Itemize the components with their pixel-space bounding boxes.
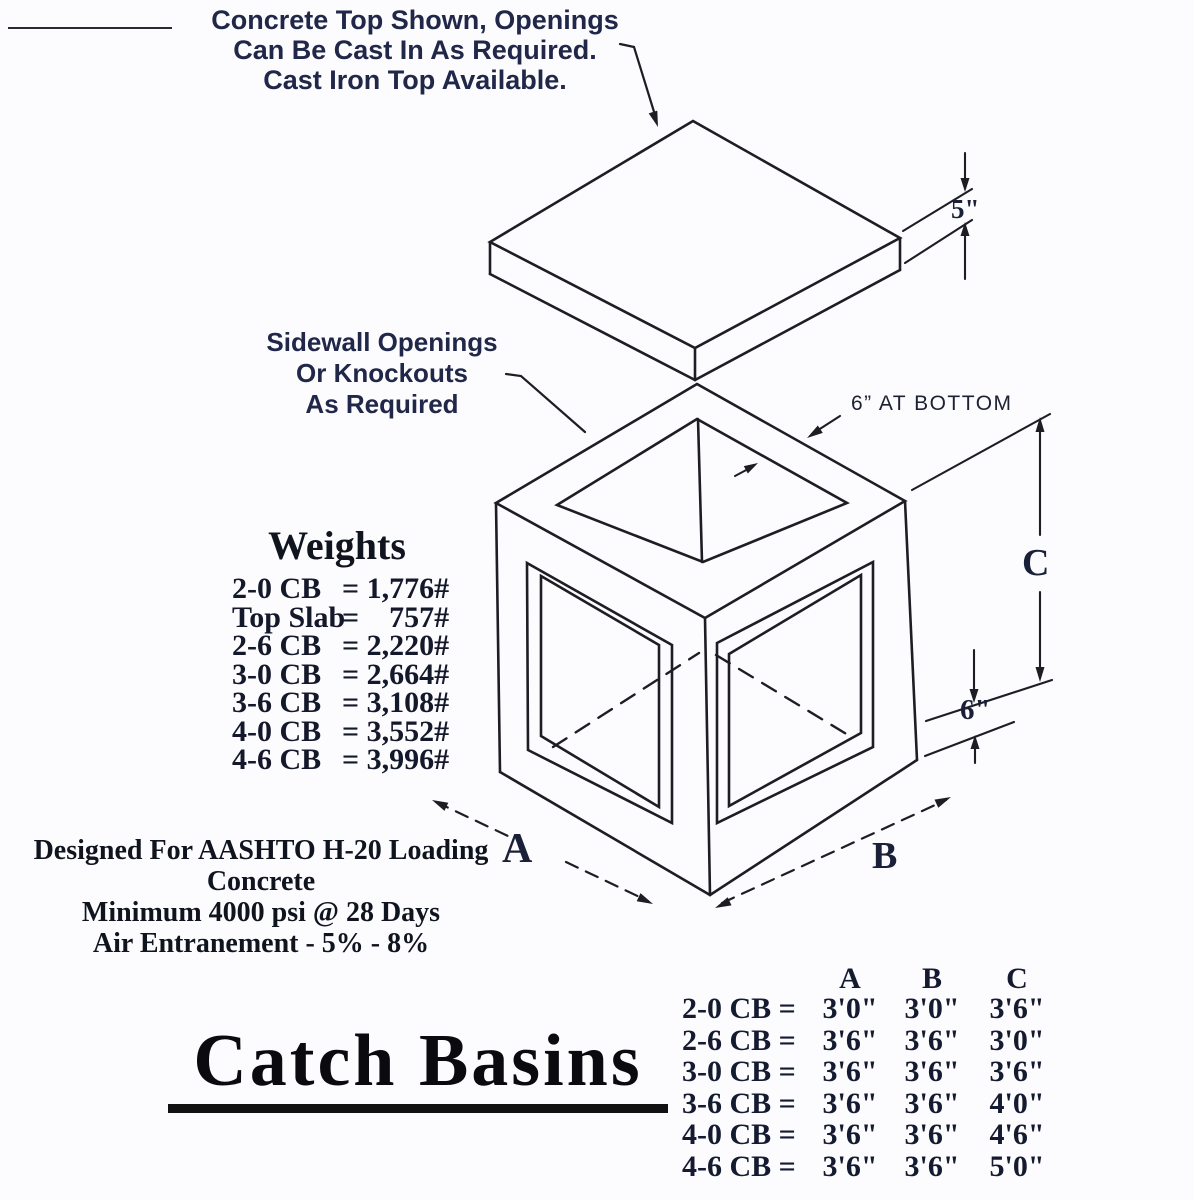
row-label: 2-0 CB = [682, 992, 804, 1025]
table-row: 2-6 CB = 3'6" 3'6" 3'0" [682, 1023, 1060, 1057]
table-row: 3-6 CB = 3'6" 3'6" 4'0" [682, 1086, 1060, 1120]
dimension-wall-thickness [923, 648, 1016, 765]
weight-value: = 757# [342, 600, 450, 634]
cell-c: 3'6" [989, 992, 1045, 1025]
weights-panel: Weights 2-0 CB = 1,776# Top Slab = 757# … [232, 522, 450, 776]
weight-row: 4-6 CB = 3,996# [232, 743, 450, 776]
top-left-rule [8, 27, 172, 29]
dimension-b-arrow-left [715, 897, 732, 908]
weight-label: 4-0 CB [232, 714, 322, 748]
sidewall-note-line2: Or Knockouts [296, 358, 468, 388]
weight-label: Top Slab [232, 600, 346, 634]
cell-b: 3'6" [904, 1149, 960, 1183]
weight-value: = 3,108# [342, 686, 450, 719]
cell-b: 3'6" [904, 1023, 960, 1057]
top-note-leader-line [618, 42, 658, 127]
specs-line3: Minimum 4000 psi @ 28 Days [81, 897, 441, 928]
weight-row: 2-6 CB = 2,220# [232, 629, 450, 662]
weight-label: 2-6 CB [232, 629, 322, 662]
table-row: 4-0 CB = 3'6" 3'6" 4'6" [682, 1118, 1060, 1151]
dimension-a-arrow-right [636, 893, 653, 904]
cell-b: 3'6" [904, 1086, 960, 1120]
concrete-top-note-line1: Concrete Top Shown, Openings [211, 5, 619, 35]
weight-value: = 3,996# [342, 743, 450, 776]
sidewall-note: Sidewall Openings Or Knockouts As Requir… [252, 327, 512, 420]
weight-row: 3-6 CB = 3,108# [232, 686, 450, 719]
top-slab-drawing [487, 119, 903, 382]
dimension-slab-thickness [901, 151, 974, 281]
dimension-a-arrow-left [432, 800, 449, 811]
weight-row: Top Slab = 757# [232, 600, 450, 634]
row-label: 3-0 CB = [682, 1055, 804, 1088]
dim-label-width-b: B [872, 835, 897, 877]
left-opening-inner [539, 573, 661, 810]
page-title: Catch Basins [168, 1022, 668, 1113]
weight-label: 3-0 CB [232, 657, 322, 691]
weight-row: 4-0 CB = 3,552# [232, 714, 450, 748]
specs-line1: Designed For AASHTO H-20 Loading [33, 835, 489, 866]
right-opening [715, 559, 875, 826]
dimension-width-b [720, 798, 948, 905]
cell-c: 3'0" [989, 1023, 1045, 1057]
specs-line2: Concrete [206, 866, 316, 897]
weight-label: 2-0 CB [232, 572, 322, 605]
cell-b: 3'6" [904, 1118, 960, 1151]
basin-drawing [493, 382, 919, 897]
specs-line4: Air Entranement - 5% - 8% [92, 928, 430, 959]
weight-label: 3-6 CB [232, 686, 322, 719]
cell-a: 3'6" [822, 1023, 878, 1057]
weight-value: = 3,552# [342, 714, 450, 748]
dim-label-wall-thickness: 6" [960, 694, 991, 726]
row-label: 2-6 CB = [682, 1023, 804, 1057]
at-bottom-leader-line [733, 414, 842, 478]
dimension-b-arrow-right [934, 797, 951, 808]
cell-a: 3'6" [822, 1086, 878, 1120]
cell-c: 4'6" [989, 1118, 1045, 1151]
col-header-c: C [1006, 962, 1028, 995]
table-row: 2-0 CB = 3'0" 3'0" 3'6" [682, 992, 1060, 1025]
weight-row: 3-0 CB = 2,664# [232, 657, 450, 691]
cell-c: 5'0" [989, 1149, 1045, 1183]
concrete-top-note-line2: Can Be Cast In As Required. [233, 35, 597, 65]
table-row: 3-0 CB = 3'6" 3'6" 3'6" [682, 1055, 1060, 1088]
at-bottom-label: 6” AT BOTTOM [851, 392, 1013, 415]
table-row: 4-6 CB = 3'6" 3'6" 5'0" [682, 1149, 1060, 1183]
cell-a: 3'6" [822, 1149, 878, 1183]
dim-label-width-a: A [502, 826, 533, 872]
row-label: 3-6 CB = [682, 1086, 804, 1120]
sidewall-note-line3: As Required [305, 389, 459, 419]
col-header-b: B [921, 962, 942, 995]
left-opening [525, 560, 674, 826]
dimension-height-c [910, 412, 1054, 723]
row-label: 4-6 CB = [682, 1149, 804, 1183]
size-table-header: A B C [682, 962, 1060, 995]
hidden-interior-edges [551, 651, 855, 749]
cell-a: 3'6" [822, 1055, 878, 1088]
dimension-width-a [434, 800, 650, 903]
cell-c: 3'6" [989, 1055, 1045, 1088]
weight-value: = 1,776# [342, 572, 450, 605]
concrete-top-note: Concrete Top Shown, Openings Can Be Cast… [195, 5, 635, 95]
row-label: 4-0 CB = [682, 1118, 804, 1151]
sidewall-note-line1: Sidewall Openings [266, 327, 498, 357]
cell-a: 3'6" [822, 1118, 878, 1151]
weight-value: = 2,664# [342, 657, 450, 691]
weight-value: = 2,220# [342, 629, 450, 662]
dim-label-slab-thickness: 5" [951, 194, 980, 224]
cell-b: 3'0" [904, 992, 960, 1025]
weight-label: 4-6 CB [232, 743, 322, 776]
cell-b: 3'6" [904, 1055, 960, 1088]
design-specs: Designed For AASHTO H-20 Loading Concret… [22, 835, 500, 959]
right-opening-inner [727, 572, 863, 809]
col-header-a: A [839, 962, 861, 995]
size-table: A B C 2-0 CB = 3'0" 3'0" 3'6" 2-6 CB = 3… [682, 962, 1060, 1183]
cell-c: 4'0" [989, 1086, 1045, 1120]
cell-a: 3'0" [822, 992, 878, 1025]
dim-label-height-c: C [1022, 542, 1049, 584]
concrete-top-note-line3: Cast Iron Top Available. [263, 65, 567, 95]
weight-row: 2-0 CB = 1,776# [232, 572, 450, 605]
sidewall-note-leader-line [504, 372, 587, 434]
weights-heading: Weights [268, 523, 406, 568]
